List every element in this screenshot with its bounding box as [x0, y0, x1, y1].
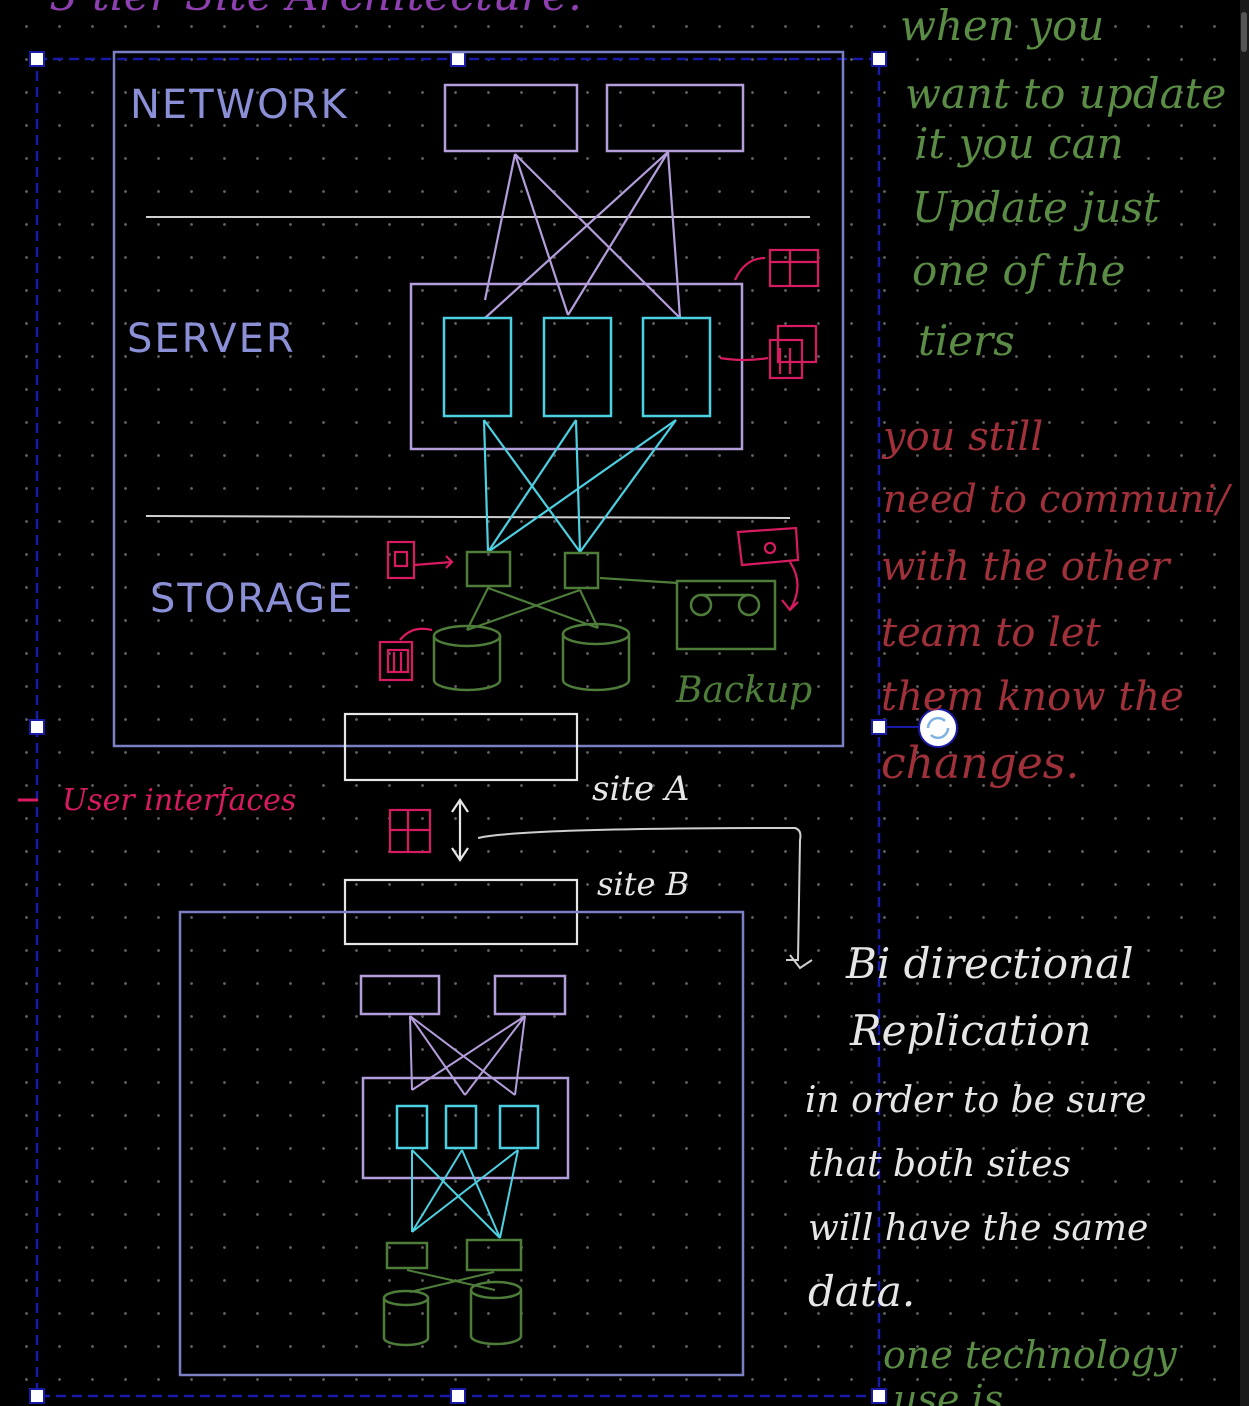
config-icon-network	[733, 248, 820, 288]
config-icon-backup	[736, 526, 800, 612]
network-switch-2	[605, 83, 745, 153]
selection-handles[interactable]	[29, 51, 887, 1404]
config-icon-server	[719, 324, 818, 380]
storage-switch-1	[465, 550, 512, 588]
handle-bottom-right	[871, 1388, 887, 1404]
server-node-2	[542, 316, 613, 418]
replication-arrow	[451, 798, 469, 862]
tier-label-storage: STORAGE	[150, 576, 354, 622]
site-b-server-node-3	[498, 1104, 540, 1150]
config-icon-storage-disk	[378, 627, 433, 682]
config-icon-storage-switch	[386, 540, 454, 580]
storage-switch-2	[563, 551, 600, 590]
storage-disk-2	[561, 622, 631, 692]
handle-top-right	[871, 51, 887, 67]
scrollbar-track[interactable]	[1240, 0, 1249, 1406]
site-b-server-node-1	[395, 1104, 429, 1150]
site-b-network-switch-1	[359, 974, 441, 1016]
divider-server-storage	[145, 515, 791, 519]
replication-callout-arrow	[477, 826, 813, 970]
handle-middle-right	[871, 719, 887, 735]
diagram-title: 3 tier Site Architecture.	[50, 0, 582, 21]
site-a-ui-box	[343, 712, 579, 782]
site-b-frame	[178, 910, 745, 1377]
note-update-tiers: when you want to update it you can Updat…	[900, 1, 1240, 365]
site-b-storage-disk-2	[469, 1280, 523, 1346]
server-node-3	[641, 316, 712, 418]
note-replication: Bi directional Replication in order to b…	[805, 939, 1162, 1316]
site-b-server-cluster	[361, 1076, 570, 1180]
site-b-label: site B	[597, 865, 689, 903]
site-b-storage-switch-1	[385, 1241, 429, 1270]
site-b-storage-links	[406, 1269, 496, 1293]
site-b-storage-disk-1	[382, 1289, 430, 1347]
handle-middle-left	[29, 719, 45, 735]
site-b-network-server-links	[409, 1015, 526, 1096]
site-b-network-switch-2	[493, 974, 567, 1016]
note-communicate: you still need to communi/ with the othe…	[881, 414, 1242, 789]
backup-tape-icon	[675, 579, 777, 651]
tier-label-server: SERVER	[127, 316, 296, 362]
network-switch-1	[443, 83, 579, 153]
note-technology: one technology use is	[883, 1333, 1189, 1406]
tier-label-network: NETWORK	[130, 82, 349, 128]
rotate-handle[interactable]	[918, 708, 958, 748]
handle-top-left	[29, 51, 45, 67]
storage-links	[466, 576, 679, 632]
handle-bottom-left	[29, 1388, 45, 1404]
server-storage-links	[482, 419, 677, 553]
site-a-frame	[112, 50, 845, 748]
user-interfaces-label: User interfaces	[62, 783, 296, 818]
handle-bottom-middle	[450, 1388, 466, 1404]
scrollbar-thumb[interactable]	[1241, 12, 1247, 52]
site-b-server-node-2	[444, 1104, 478, 1150]
handle-top-middle	[450, 51, 466, 67]
site-b-storage-switch-2	[465, 1238, 523, 1272]
network-server-links	[483, 151, 682, 319]
server-node-1	[442, 316, 513, 418]
site-b-server-storage-links	[411, 1149, 519, 1239]
site-a-label: site A	[592, 769, 689, 809]
backup-label: Backup	[675, 670, 812, 711]
rotate-icon	[926, 716, 950, 740]
storage-disk-1	[432, 624, 502, 692]
replication-config-icon	[388, 808, 432, 854]
